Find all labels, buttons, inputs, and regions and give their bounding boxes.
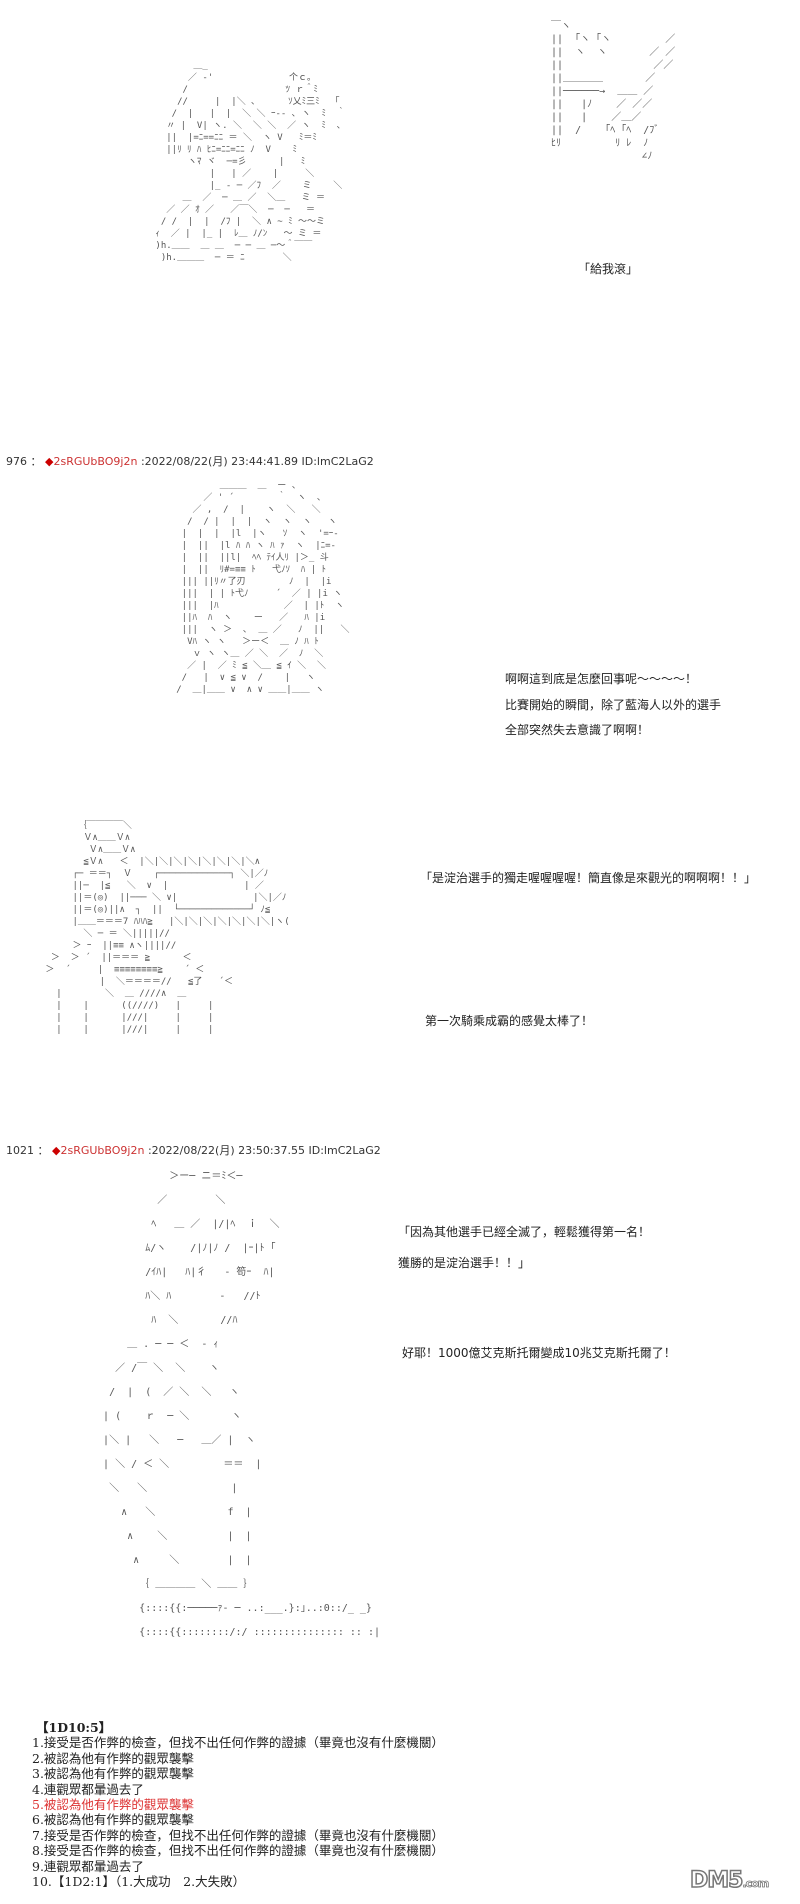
separator: ： bbox=[37, 1144, 49, 1157]
tripcode: 2sRGUbBO9j2n bbox=[60, 1144, 145, 1157]
list-item: 1.接受是否作弊的檢查，但找不出任何作弊的證據（畢竟也沒有什麼機關） bbox=[32, 1735, 444, 1751]
post-meta: :2022/08/22(月) 23:50:37.55 ID:lmC2LaG2 bbox=[147, 1144, 381, 1157]
list-item: 2.被認為他有作弊的觀眾襲擊 bbox=[32, 1750, 194, 1766]
dice-roll-title: 【1D10:5】 bbox=[36, 1720, 112, 1735]
narration-line-2: 比賽開始的瞬間，除了藍海人以外的選手 bbox=[505, 698, 722, 712]
caption-money: 好耶！1000億艾克斯托爾變成10兆艾克斯托爾了！ bbox=[402, 1346, 676, 1360]
post-header-1021: 1021 ： ◆2sRGUbBO9j2n :2022/08/22(月) 23:5… bbox=[6, 1142, 381, 1158]
logo-brand: DM5 bbox=[689, 1867, 744, 1894]
caption-first-ride: 第一次騎乘成霸的感覺太棒了！ bbox=[425, 1014, 594, 1028]
narration-line-3: 全部突然失去意識了啊啊！ bbox=[505, 723, 650, 737]
list-item: 3.被認為他有作弊的觀眾襲擊 bbox=[32, 1766, 194, 1782]
speech-announcer-line-2: 獲勝的是淀治選手！！」 bbox=[398, 1256, 531, 1270]
ascii-art-figure-hand: ＿_ ／ ‐' 个ｃ｡ / ﾂ ｒ＾ﾐ // | |＼ ､ ｿ乂ﾐ三ﾐ 「 / … bbox=[155, 61, 346, 263]
list-item-selected: 5.被認為他有作弊的觀眾襲擊 bbox=[32, 1797, 194, 1813]
post-number: 976 bbox=[6, 455, 27, 468]
diamond-icon: ◆ bbox=[52, 1144, 61, 1157]
list-item: 9.連觀眾都暈過去了 bbox=[32, 1858, 144, 1874]
speech-announcer-line-1: 「因為其他選手已經全滅了，輕鬆獲得第一名！ bbox=[398, 1225, 651, 1239]
list-item: 4.連觀眾都暈過去了 bbox=[32, 1781, 144, 1797]
narration-line-1: 啊啊這到底是怎麼回事呢～～～～！ bbox=[505, 672, 698, 686]
list-item: 10.【1D2:1】（1.大成功 2.大失敗） bbox=[32, 1874, 246, 1890]
speech-commentator: 「是淀治選手的獨走喔喔喔喔！簡直像是來觀光的啊啊啊！！」 bbox=[420, 871, 757, 885]
ascii-art-rider: ｛￣￣￣￣＼ Ｖ∧＿＿Ｖ∧ Ｖ∧＿＿Ｖ∧ ≦Ｖ∧ ＜ |＼|＼|＼|＼|＼|＼|… bbox=[45, 821, 290, 1035]
post-header-976: 976 ： ◆2sRGUbBO9j2n :2022/08/22(月) 23:44… bbox=[6, 453, 374, 469]
list-item: 7.接受是否作弊的檢查，但找不出任何作弊的證據（畢竟也沒有什麼機關） bbox=[32, 1827, 444, 1843]
ascii-art-winner: ＞ー─ ニ＝ﾐ＜─ ／ ＼ ﾍ ＿ ／ |/|ﾍ ｉ ＼ ﾑ/ヽ /|ﾉ|ﾉ /… bbox=[103, 1171, 381, 1638]
list-item: 6.被認為他有作弊的觀眾襲擊 bbox=[32, 1812, 194, 1828]
post-number: 1021 bbox=[6, 1144, 34, 1157]
ascii-art-sound-effect: ￣ヽ || ｢ヽ ｢ヽ ／ || ヽ ヽ ／ ／ || ／／ ||＿＿＿＿ ／ … bbox=[551, 21, 676, 162]
dice-result-list: 【1D10:5】 1.接受是否作弊的檢查，但找不出任何作弊的證據（畢竟也沒有什麼… bbox=[32, 1720, 444, 1889]
speech-get-lost: 「給我滾」 bbox=[578, 262, 639, 276]
list-item: 8.接受是否作弊的檢查，但找不出任何作弊的證據（畢竟也沒有什麼機關） bbox=[32, 1843, 444, 1859]
logo-suffix: .com bbox=[742, 1877, 769, 1891]
post-meta: :2022/08/22(月) 23:44:41.89 ID:lmC2LaG2 bbox=[140, 455, 374, 468]
ascii-art-girl: ＿＿＿ ＿ ー 、 ／ ' ´ ｀ ヽ ､ ／ , / | ヽ ＼ ＼ / / … bbox=[176, 481, 350, 695]
separator: ： bbox=[30, 455, 42, 468]
tripcode: 2sRGUbBO9j2n bbox=[53, 455, 138, 468]
dm5-watermark-logo: DM5.com bbox=[689, 1867, 769, 1894]
diamond-icon: ◆ bbox=[45, 455, 54, 468]
